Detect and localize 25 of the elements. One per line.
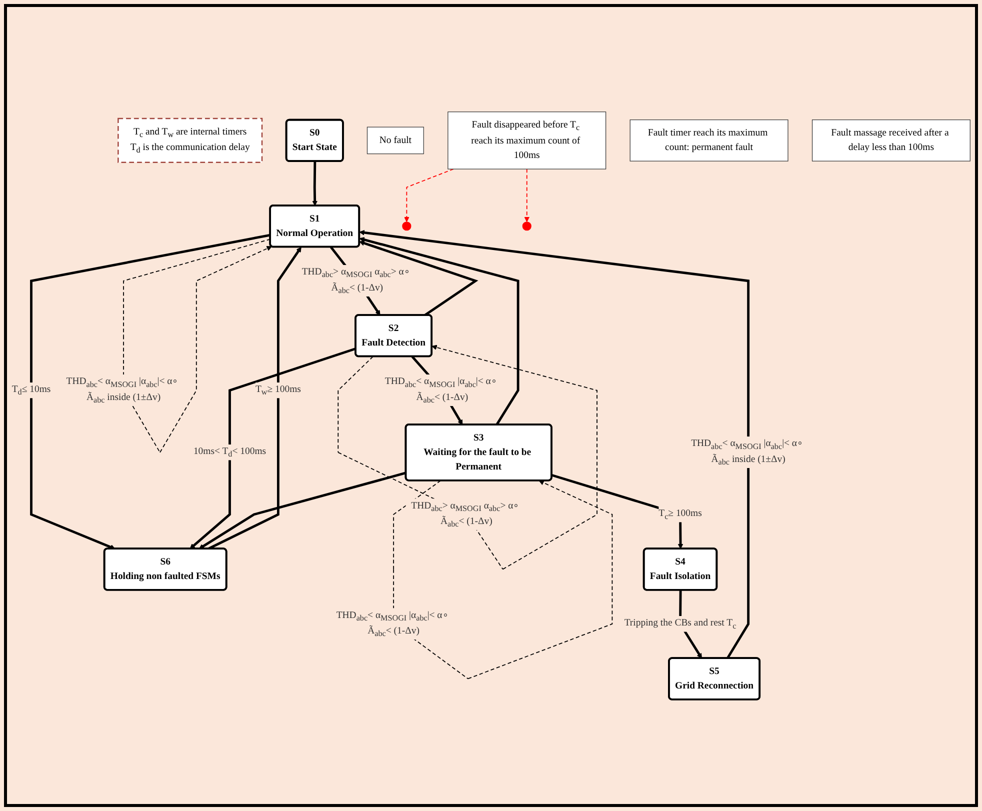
edge-label: T$_{c}$≥ 100ms xyxy=(658,508,702,520)
node-box: No fault xyxy=(366,126,424,154)
edge-label: THD$_{abc}$> α$_{MSOGI}$ α$_{abc}$> α∘ Ã$_{abc}$< (1-Δv) xyxy=(302,266,410,295)
node-box: Fault timer reach its maximum count: permanent fault xyxy=(630,119,788,162)
arrow xyxy=(524,168,530,222)
arrow xyxy=(190,347,356,549)
edge-label: Tripping the CBs and rest T$_{c}$ xyxy=(624,618,736,630)
edge-label: T$_{w}$≥ 100ms xyxy=(255,384,301,396)
arrow xyxy=(30,234,271,550)
edge-label: T$_{d}$≤ 10ms xyxy=(12,384,51,396)
edge-label: THD$_{abc}$> α$_{MSOGI}$ α$_{abc}$> α∘ Ã$_{abc}$< (1-Δv) xyxy=(411,500,520,528)
node-box: Fault disappeared before T$_{c}$ reach its maximum count of 100ms xyxy=(448,111,606,170)
arrow xyxy=(338,344,598,570)
edge-label: THD$_{abc}$< α$_{MSOGI}$ |α$_{abc}$|< α∘ Ã$_{abc}$< (1-Δv) xyxy=(384,376,497,404)
edge-label: THD$_{abc}$< α$_{MSOGI}$ |α$_{abc}$|< α∘ Ã$_{abc}$< (1-Δv) xyxy=(336,610,448,638)
arrow xyxy=(312,161,318,206)
arrow xyxy=(359,240,478,316)
node-box: Fault massage received after a delay less than 100ms xyxy=(812,119,970,162)
arrow xyxy=(404,168,454,222)
node-box: T$_{c}$ and T$_{w}$ are internal timers T$_{d}$ is the communication delay xyxy=(118,118,263,163)
edge-label: 10ms< T$_{d}$< 100ms xyxy=(193,446,266,458)
arrow xyxy=(208,246,302,550)
arrow xyxy=(198,472,406,549)
edge-label: THD$_{abc}$< α$_{MSOGI}$ |α$_{abc}$|< α∘ Ã$_{abc}$ inside (1±Δv) xyxy=(66,376,178,404)
edge-label: THD$_{abc}$< α$_{MSOGI}$ |α$_{abc}$|< α∘ Ã$_{abc}$ inside (1±Δv) xyxy=(691,438,804,466)
